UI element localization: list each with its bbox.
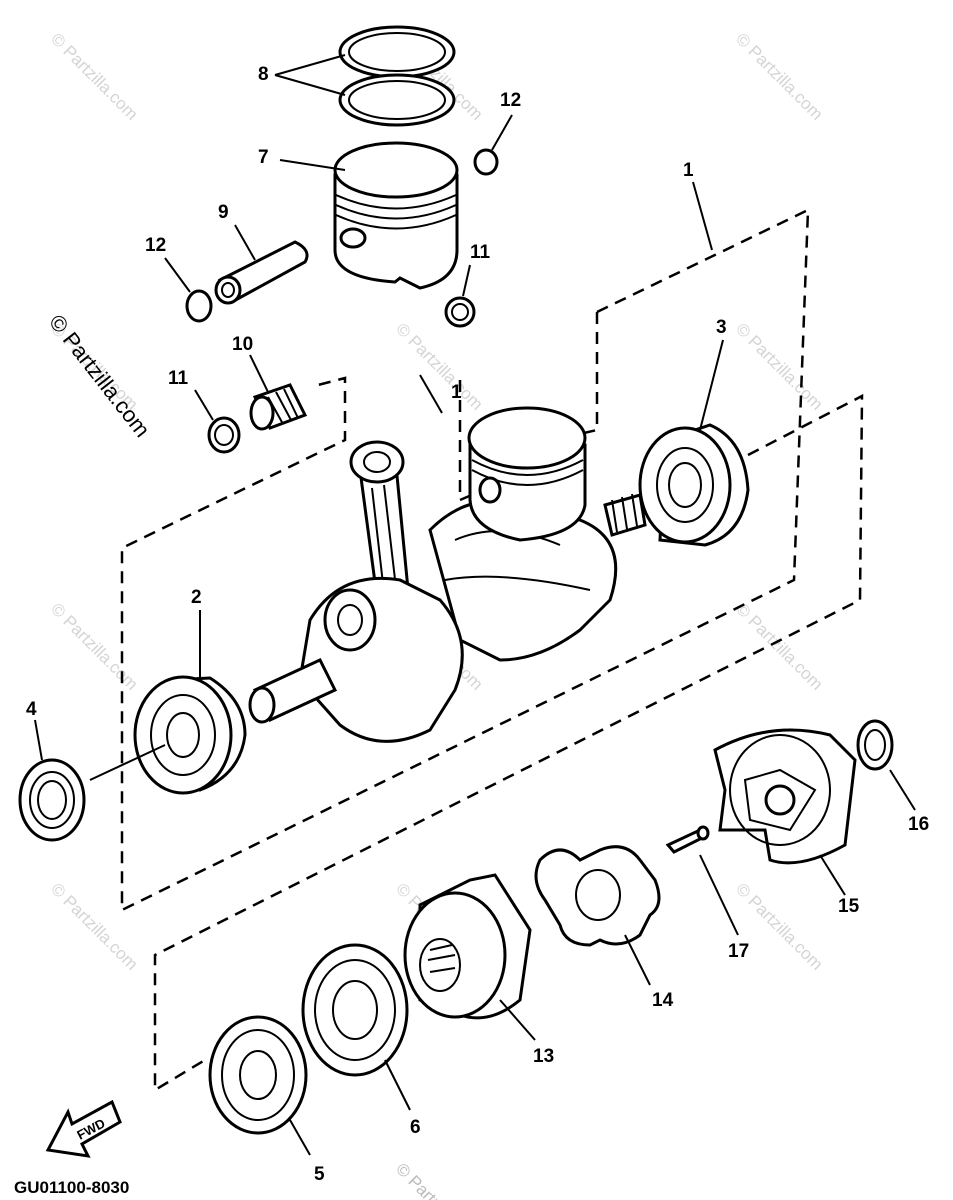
- leader-lines: [34, 54, 916, 1156]
- watermark: © Partzilla.com: [732, 29, 826, 123]
- circlip-left[interactable]: [185, 289, 213, 323]
- callout-12-right: 12: [500, 90, 521, 111]
- callout-12-left: 12: [145, 235, 166, 256]
- oil-seal-right[interactable]: [856, 719, 894, 771]
- watermark: © Partzilla.com: [732, 599, 826, 693]
- oil-seal-left[interactable]: [18, 758, 86, 842]
- coupling-flange[interactable]: [713, 728, 857, 865]
- coupling-hub[interactable]: [403, 873, 532, 1020]
- piston-installed[interactable]: [467, 406, 587, 542]
- washer-left[interactable]: [207, 416, 241, 454]
- callout-9: 9: [218, 202, 229, 223]
- callout-13: 13: [533, 1046, 554, 1067]
- callout-15: 15: [838, 896, 860, 917]
- bearing-front[interactable]: [301, 943, 409, 1077]
- callout-14: 14: [652, 990, 674, 1011]
- circlip-right[interactable]: [473, 148, 499, 176]
- fwd-arrow: FWD: [45, 1099, 122, 1158]
- callout-1-inner: 1: [451, 382, 462, 403]
- callout-labels: 1 1 2 3 4 5 6 7 8 9 10 11 11 12 12 13 14…: [26, 64, 929, 1185]
- watermark: © Partzilla.com: [47, 879, 141, 973]
- washer-right[interactable]: [444, 296, 476, 328]
- piston-pin[interactable]: [214, 240, 309, 305]
- crankshaft[interactable]: [248, 493, 647, 743]
- oil-seal-front[interactable]: [208, 1015, 308, 1135]
- diagram-code: GU01100-8030: [14, 1178, 129, 1197]
- callout-11-right: 11: [470, 242, 491, 263]
- callout-2: 2: [191, 587, 202, 608]
- rubber-damper[interactable]: [534, 845, 661, 947]
- piston-rings[interactable]: [338, 25, 456, 127]
- callout-5: 5: [314, 1164, 325, 1185]
- callout-6: 6: [410, 1117, 421, 1138]
- watermark: © Partzilla.com: [47, 29, 141, 123]
- callout-11-left: 11: [168, 368, 189, 389]
- callout-4: 4: [26, 699, 37, 720]
- callout-7: 7: [258, 147, 269, 168]
- callout-10: 10: [232, 334, 253, 355]
- piston[interactable]: [333, 141, 459, 290]
- bearing-right[interactable]: [638, 423, 750, 547]
- watermark: © Partzilla.com: [392, 1159, 486, 1200]
- watermark: © Partzilla.com: [392, 319, 486, 413]
- watermark: © Partzilla.com: [732, 319, 826, 413]
- callout-1: 1: [683, 160, 694, 181]
- callout-16: 16: [908, 814, 929, 835]
- watermark: © Partzilla.com: [47, 599, 141, 693]
- bearing-left[interactable]: [133, 675, 247, 795]
- pin[interactable]: [665, 825, 710, 854]
- watermark-side: © Partzilla.com: [44, 310, 155, 442]
- needle-bearing[interactable]: [249, 383, 308, 431]
- callout-17: 17: [728, 941, 749, 962]
- callout-3: 3: [716, 317, 727, 338]
- callout-8: 8: [258, 64, 269, 85]
